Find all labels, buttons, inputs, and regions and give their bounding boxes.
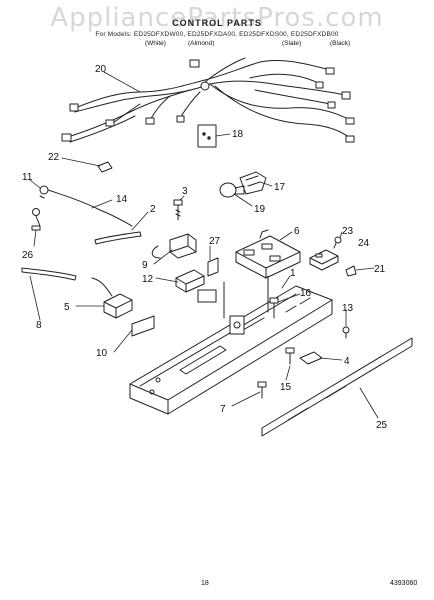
right-switch: [309, 249, 339, 271]
screw-16: [269, 297, 279, 319]
clip-23: [333, 236, 342, 249]
callout-14: 14: [116, 194, 128, 205]
label-plate: [197, 124, 217, 148]
callout-25: 25: [376, 420, 388, 431]
switch-bracket: [207, 257, 219, 277]
screw-13: [342, 326, 350, 339]
watermark-text: AppliancePartsPros.com: [50, 3, 384, 33]
callout-17: 17: [274, 182, 286, 193]
control-housing: [129, 275, 333, 415]
callout-10: 10: [96, 348, 108, 359]
callout-labels: 20 18 22 11 14 3 17 19 2 27 6 23 24 26 9…: [22, 64, 388, 431]
callout-19: 19: [254, 204, 266, 215]
switch-12: [175, 269, 205, 293]
foam-tape: [94, 231, 142, 245]
color-white: (White): [145, 40, 166, 47]
callout-23: 23: [342, 226, 354, 237]
callout-13: 13: [342, 303, 354, 314]
callout-8: 8: [36, 320, 42, 331]
control-board: [235, 229, 301, 279]
light-bulb: [219, 182, 245, 198]
tape-strip-8: [21, 267, 77, 281]
callout-4: 4: [344, 356, 350, 367]
callout-18: 18: [232, 129, 244, 140]
color-almond: (Almond): [188, 40, 215, 47]
callout-20: 20: [95, 64, 107, 75]
mounting-screw-3: [173, 199, 183, 221]
callout-12: 12: [142, 274, 154, 285]
label-27: [197, 289, 217, 303]
page-number: 18: [201, 580, 209, 587]
switch-5: [91, 277, 133, 319]
label-10: [131, 315, 155, 337]
callout-9: 9: [142, 260, 148, 271]
light-socket: [239, 171, 267, 195]
leader-lines: [29, 71, 379, 419]
document-code: 4393060: [390, 580, 418, 587]
callout-26: 26: [22, 250, 34, 261]
color-slate: (Slate): [282, 40, 302, 47]
callout-16: 16: [300, 288, 312, 299]
callout-21: 21: [374, 264, 386, 275]
callout-11: 11: [22, 172, 33, 183]
callout-5: 5: [64, 302, 70, 313]
screw-7: [257, 381, 267, 399]
wiring-harness: [61, 57, 355, 143]
page-title: CONTROL PARTS: [172, 18, 262, 28]
callout-6: 6: [294, 226, 300, 237]
control-panel: [261, 337, 413, 437]
callout-1: 1: [290, 268, 296, 279]
screw-15: [285, 347, 295, 365]
bracket-4: [299, 351, 323, 365]
door-switch: [151, 233, 197, 259]
clip-21: [345, 265, 357, 277]
callout-24: 24: [358, 238, 370, 249]
callout-15: 15: [280, 382, 292, 393]
color-black: (Black): [330, 40, 351, 47]
callout-27: 27: [209, 236, 221, 247]
sensor-assembly: [31, 185, 133, 231]
wire-clip: [97, 161, 113, 173]
callout-7: 7: [220, 404, 226, 415]
callout-22: 22: [48, 152, 60, 163]
callout-3: 3: [182, 186, 188, 197]
callout-2: 2: [150, 204, 156, 215]
model-list: For Models: ED25DFXDW00, ED25DFXDA00, ED…: [95, 31, 339, 38]
